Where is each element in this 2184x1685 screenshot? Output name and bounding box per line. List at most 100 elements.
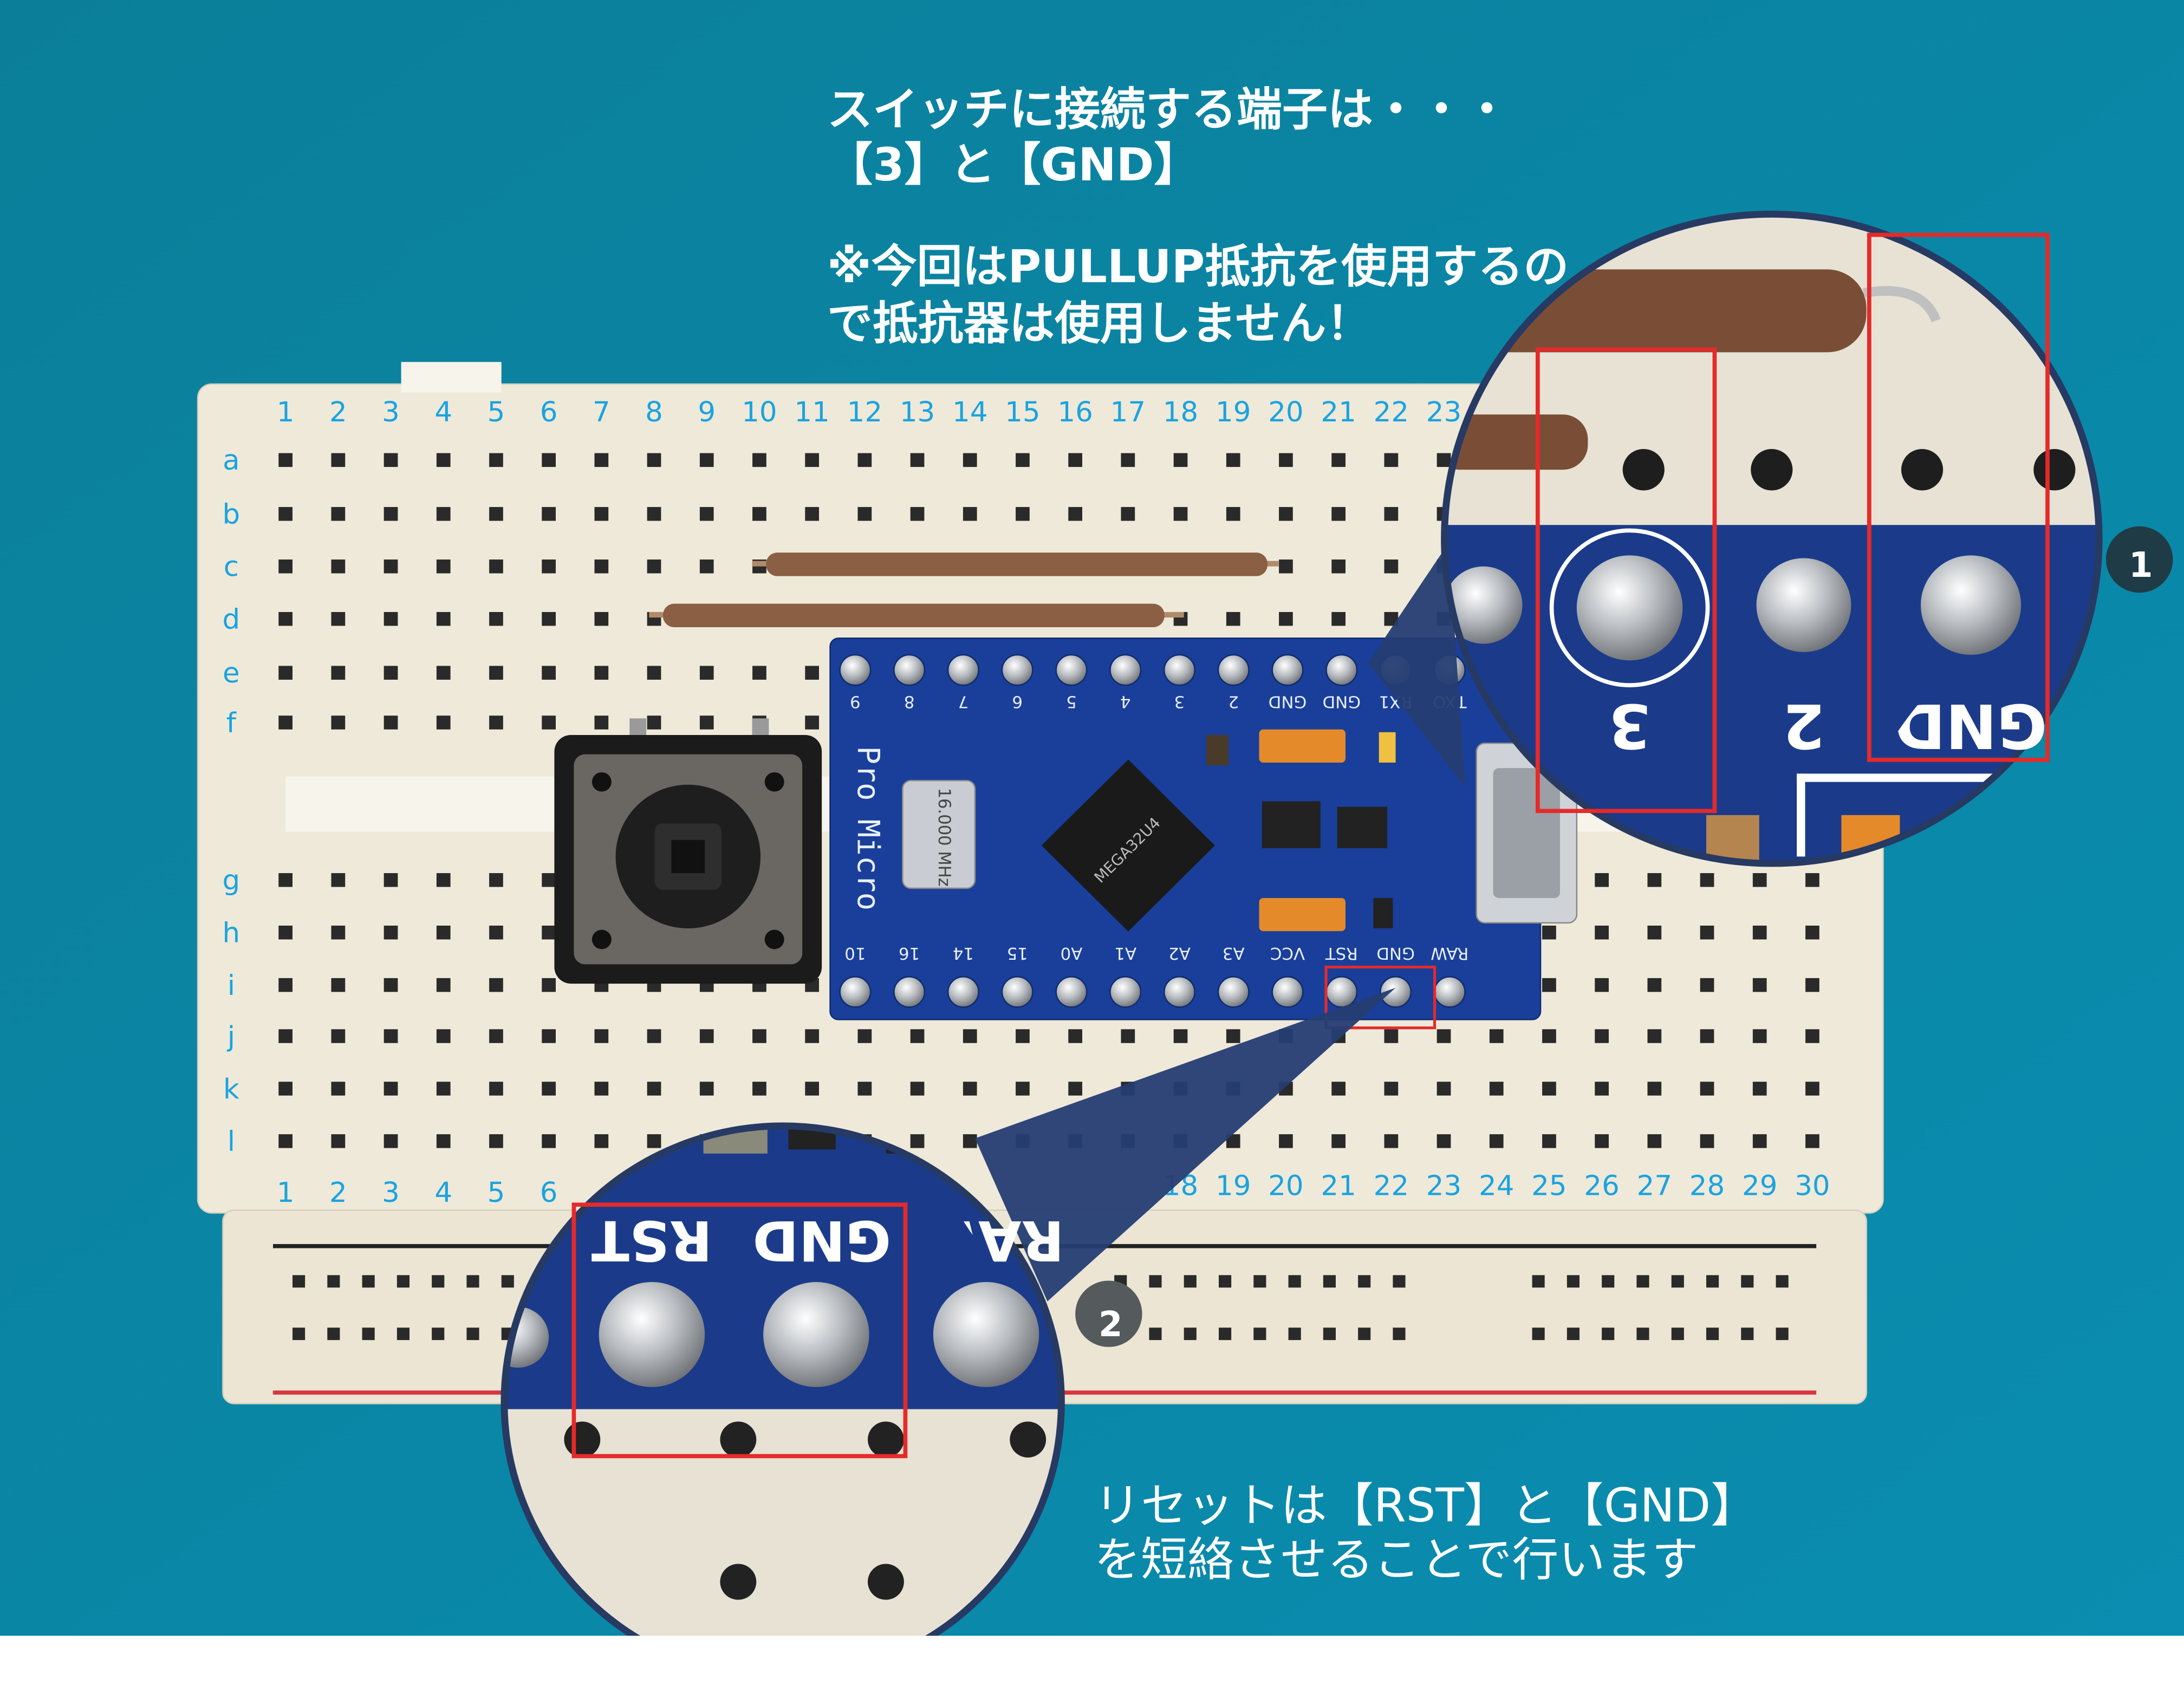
- breadboard-hole: [278, 925, 292, 940]
- breadboard-hole: [384, 873, 398, 887]
- breadboard-hole: [1700, 1134, 1714, 1148]
- breadboard-hole: [542, 560, 556, 574]
- board-pin-pad: [947, 976, 979, 1008]
- breadboard-hole: [1700, 978, 1714, 992]
- column-number: 9: [698, 396, 716, 428]
- column-number: 1: [277, 396, 295, 428]
- breadboard-hole: [1384, 560, 1399, 574]
- callout-number-2: 2: [1098, 1305, 1123, 1345]
- row-letter: k: [223, 1073, 239, 1105]
- breadboard-hole: [805, 666, 819, 680]
- breadboard-hole: [647, 666, 661, 680]
- power-rail-hole: [1532, 1328, 1545, 1341]
- breadboard-hole: [384, 453, 398, 467]
- board-pin-label: A1: [1114, 944, 1136, 963]
- breadboard-hole: [489, 666, 503, 680]
- breadboard-hole: [278, 560, 292, 574]
- board-pin-pad: [947, 654, 979, 686]
- breadboard-hole: [1173, 1029, 1188, 1043]
- breadboard-hole: [910, 1029, 925, 1043]
- column-number: 2: [329, 396, 347, 428]
- breadboard-hole: [1647, 925, 1662, 940]
- breadboard-hole: [1226, 611, 1240, 626]
- power-rail-hole: [1219, 1275, 1232, 1288]
- breadboard-hole: [1016, 1082, 1030, 1096]
- breadboard-hole: [278, 978, 292, 992]
- power-rail-hole: [1566, 1328, 1580, 1341]
- power-rail-hole: [292, 1328, 306, 1341]
- breadboard-hole: [278, 1134, 292, 1148]
- board-pin-pad: [1271, 654, 1304, 686]
- column-number: 20: [1268, 396, 1303, 428]
- rst-gnd-highlight: [1324, 965, 1436, 1030]
- breadboard-hole: [278, 666, 292, 680]
- column-number: 13: [900, 396, 935, 428]
- board-pin-label: 15: [1007, 944, 1028, 963]
- breadboard-hole: [1647, 978, 1662, 992]
- breadboard-hole: [1016, 1029, 1030, 1043]
- column-number: 11: [794, 396, 829, 428]
- breadboard-hole: [1121, 453, 1135, 467]
- board-pin-label: 16: [899, 944, 920, 963]
- board-pin-label: 3: [1174, 692, 1185, 712]
- breadboard-hole: [1752, 873, 1767, 887]
- breadboard-hole: [1489, 1134, 1504, 1148]
- breadboard-hole: [857, 453, 872, 467]
- power-rail-hole: [1741, 1328, 1754, 1341]
- breadboard-hole: [1489, 1029, 1504, 1043]
- breadboard-hole: [1279, 611, 1293, 626]
- column-number: 19: [1216, 396, 1251, 428]
- breadboard-hole: [699, 1082, 714, 1096]
- breadboard-hole: [542, 873, 556, 887]
- breadboard-hole: [1805, 1134, 1819, 1148]
- board-pin-label: 9: [850, 692, 861, 712]
- breadboard-hole: [384, 507, 398, 521]
- board-pin-pad: [1163, 654, 1196, 686]
- board-pin-pad: [893, 976, 926, 1008]
- breadboard-hole: [278, 611, 292, 626]
- breadboard-hole: [910, 453, 925, 467]
- board-pin-label: 14: [953, 944, 974, 963]
- breadboard-hole: [436, 453, 451, 467]
- row-letter: g: [223, 864, 240, 897]
- column-number: 22: [1374, 396, 1409, 428]
- breadboard-hole: [542, 925, 556, 940]
- breadboard-hole: [594, 1082, 609, 1096]
- power-rail-hole: [1566, 1275, 1580, 1288]
- callout-bubble-1: [2106, 526, 2173, 593]
- power-rail-hole: [1323, 1275, 1336, 1288]
- breadboard-hole: [489, 507, 503, 521]
- breadboard-hole: [331, 978, 346, 992]
- pro-micro-board: 98765432GNDGNDRX1TXO10161415A0A1A2A3VCCR…: [829, 637, 1578, 1020]
- breadboard-hole: [1647, 1082, 1662, 1096]
- breadboard-hole: [489, 978, 503, 992]
- column-number: 3: [382, 1176, 400, 1209]
- board-pin-pad: [1325, 654, 1358, 686]
- callout-wedge-2: [975, 987, 1396, 1302]
- breadboard-hole: [805, 1082, 819, 1096]
- column-number: 10: [742, 396, 777, 428]
- breadboard-hole: [963, 1029, 977, 1043]
- breadboard-hole: [489, 560, 503, 574]
- board-pin-label: RAW: [1431, 944, 1468, 963]
- breadboard-hole: [331, 507, 346, 521]
- column-number: 3: [382, 396, 400, 428]
- board-pin-label: 2: [1228, 692, 1239, 712]
- breadboard-hole: [542, 1029, 556, 1043]
- breadboard-hole: [1752, 925, 1767, 940]
- row-letter: h: [223, 917, 240, 949]
- breadboard-hole: [436, 873, 451, 887]
- breadboard-hole: [1331, 1082, 1346, 1096]
- breadboard-hole: [1700, 873, 1714, 887]
- breadboard-hole: [489, 1029, 503, 1043]
- breadboard-hole: [1384, 1134, 1399, 1148]
- breadboard-hole: [436, 715, 451, 730]
- breadboard-hole: [384, 666, 398, 680]
- breadboard-hole: [436, 1134, 451, 1148]
- breadboard-hole: [436, 978, 451, 992]
- breadboard-hole: [594, 611, 609, 626]
- breadboard-hole: [331, 560, 346, 574]
- breadboard-hole: [752, 666, 766, 680]
- board-pin-pad: [1433, 976, 1466, 1008]
